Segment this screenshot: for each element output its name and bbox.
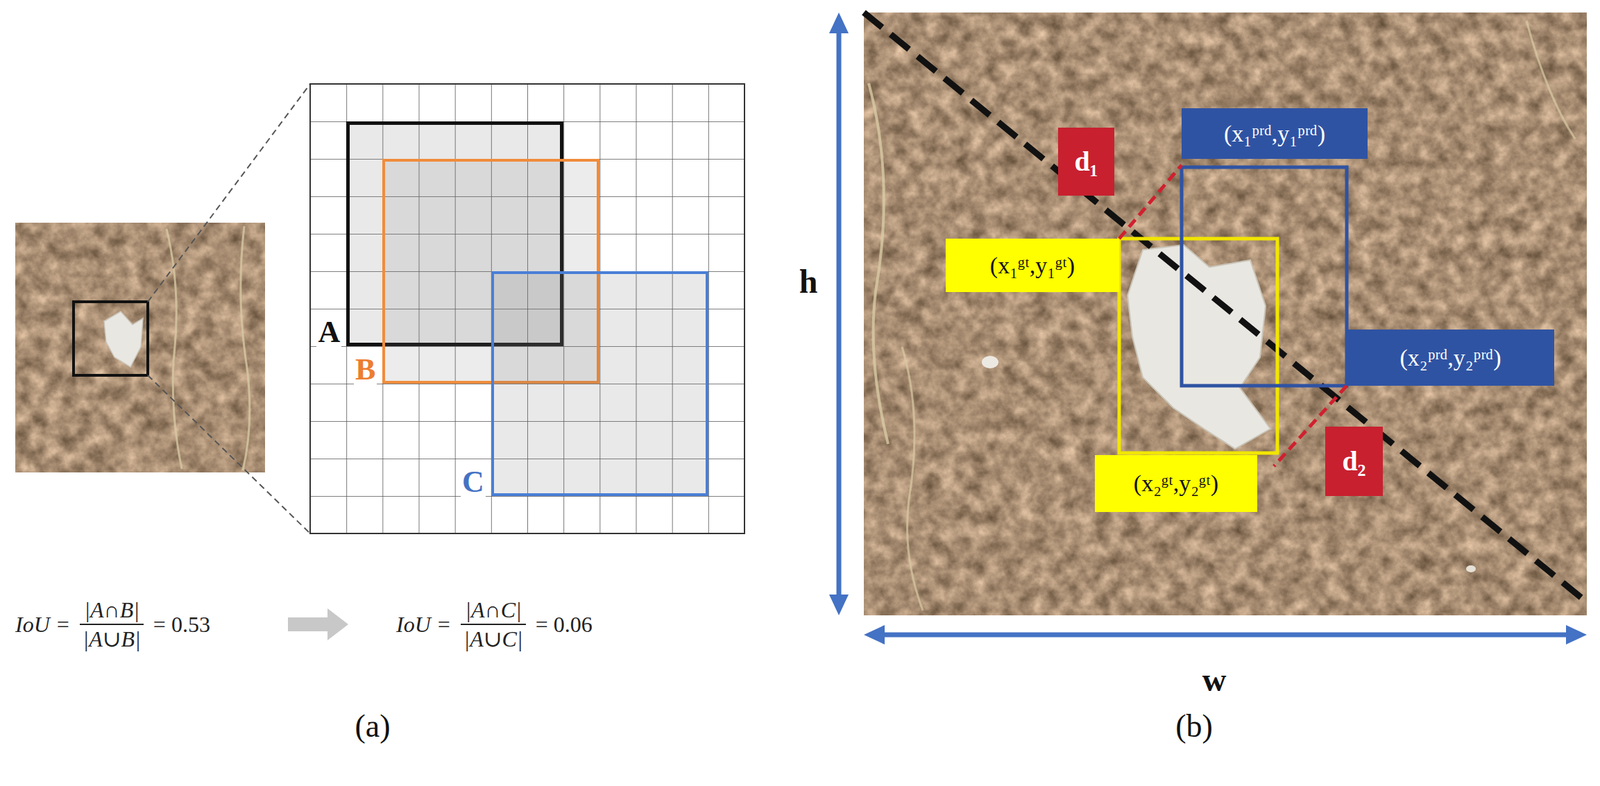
pixel-grid [310,83,745,534]
block-arrow [287,608,349,641]
soil-photo [15,222,266,473]
coordinate-text: d₂ [1341,447,1366,476]
coordinate-text: (x₂ᵍᵗ,y₂ᵍᵗ) [1133,471,1219,496]
plastic-film [1127,244,1271,449]
formula-text: = 0.53 [153,613,211,636]
diagonal [863,12,1587,603]
straw [240,226,250,471]
zoom-frame [73,301,148,376]
ground-truth-corner-label: (x₁ᵍᵗ,y₁ᵍᵗ) [945,238,1120,293]
dimension-label: h [799,265,819,299]
prediction-corner-label: (x₂ᵖʳᵈ,y₂ᵖʳᵈ) [1346,329,1555,386]
arrow-head [829,594,849,616]
coordinate-text: (x₁ᵖʳᵈ,y₁ᵖʳᵈ) [1223,122,1326,146]
plastic-film [104,311,143,368]
stone [981,355,999,369]
box-label: B [353,354,377,386]
stone [1466,565,1476,573]
denominator: |A∪B| [78,625,146,651]
soil-photo [863,12,1587,616]
iou-formula: IoU = |A∩C||A∪C| = 0.06 [396,598,593,651]
numerator: |A∩B| [79,598,144,626]
formula-text: IoU = [396,613,451,636]
formula-text: = 0.06 [535,613,593,636]
prediction-box [1181,167,1347,386]
coordinate-text: d₁ [1074,147,1098,176]
coordinate-text: (x₂ᵖʳᵈ,y₂ᵖʳᵈ) [1400,346,1502,370]
panel-label: (b) [1175,710,1213,743]
coordinate-text: (x₁ᵍᵗ,y₁ᵍᵗ) [990,253,1075,278]
width-arrow [879,632,1571,638]
panel-label: (a) [354,710,390,743]
fraction: |A∩C||A∪C| [459,598,527,651]
formula-text: IoU = [15,613,71,636]
height-arrow [836,27,842,601]
box-label: C [460,466,486,498]
distance-tag: d₂ [1325,426,1383,497]
ground-truth-box [1119,238,1278,454]
arrow-head [1566,625,1587,645]
fraction: |A∩B||A∪B| [78,598,146,651]
zoom-leader [147,83,311,302]
prediction-corner-label: (x₁ᵖʳᵈ,y₁ᵖʳᵈ) [1181,108,1368,159]
arrow-head [863,625,885,645]
arrow-head [829,12,849,34]
distance-line [1119,165,1182,239]
straw [1526,20,1576,139]
denominator: |A∪C| [459,625,527,651]
straw [166,228,182,470]
zoom-leader [147,375,311,534]
numerator: |A∩C| [460,598,526,626]
straw [868,83,889,445]
straw [901,346,923,611]
distance-tag: d₁ [1058,127,1115,196]
iou-formula: IoU = |A∩B||A∪B| = 0.53 [15,598,211,651]
box-c: C [491,271,709,497]
ground-truth-corner-label: (x₂ᵍᵗ,y₂ᵍᵗ) [1094,455,1258,513]
dimension-label: w [1202,663,1227,697]
box-label: A [316,317,342,348]
